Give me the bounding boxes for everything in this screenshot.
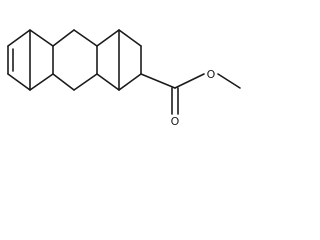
ester-group-bonds bbox=[140, 73, 241, 115]
center-ring-bonds bbox=[52, 29, 98, 91]
bond bbox=[118, 73, 142, 91]
bond bbox=[52, 73, 75, 91]
bond bbox=[96, 73, 120, 91]
bond bbox=[96, 29, 120, 47]
left-ring-bonds bbox=[7, 29, 54, 91]
bond bbox=[7, 29, 31, 47]
bond-carbon-to-ester-oxygen bbox=[174, 73, 205, 89]
carbonyl-oxygen-label: O bbox=[171, 115, 180, 128]
bond-ester-oxygen-to-methyl bbox=[217, 73, 241, 89]
bond bbox=[29, 73, 54, 91]
bond bbox=[29, 29, 54, 47]
bond bbox=[118, 29, 142, 47]
bond bbox=[73, 29, 98, 47]
ester-oxygen-label: O bbox=[207, 68, 216, 81]
bond bbox=[52, 29, 75, 47]
right-ring-bonds bbox=[96, 29, 142, 91]
bond-to-carbonyl-carbon bbox=[140, 73, 176, 89]
structure-diagram: O O bbox=[7, 29, 241, 128]
bond bbox=[7, 73, 31, 91]
bond bbox=[73, 73, 98, 91]
